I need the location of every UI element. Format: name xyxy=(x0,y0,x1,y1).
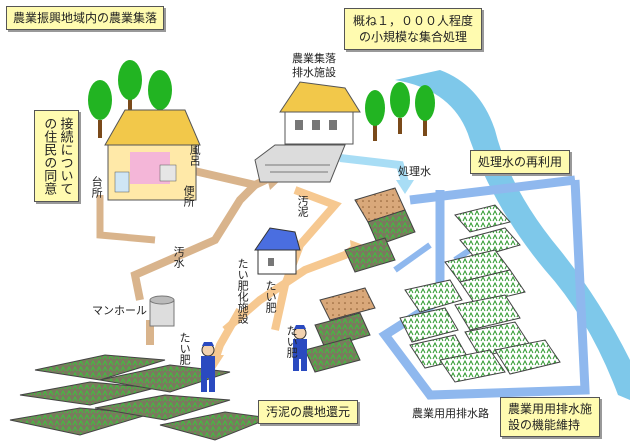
label-compost: たい肥 xyxy=(264,280,278,313)
fields-lower-left xyxy=(9,354,272,441)
fields-right xyxy=(399,204,561,383)
house-drain xyxy=(96,195,156,244)
treated-water-arrowhead xyxy=(396,180,414,194)
label-sludge: 汚泥 xyxy=(296,195,310,217)
box-resident-consent: 接続について の住民の同意 xyxy=(34,110,79,202)
manhole xyxy=(149,295,175,327)
farmer-left xyxy=(201,342,215,392)
compost-facility-building xyxy=(254,227,301,275)
box-small-scale-treatment: 概ね１，０００人程度 の小規模な集合処理 xyxy=(344,8,483,51)
label-facility: 農業集落 排水施設 xyxy=(292,52,336,80)
label-manhole: マンホール xyxy=(92,304,147,317)
box-sludge-return: 汚泥の農地還元 xyxy=(258,400,359,425)
box-treated-water-reuse: 処理水の再利用 xyxy=(470,150,571,175)
fields-center xyxy=(304,187,416,373)
tree-group-right xyxy=(365,82,435,141)
label-kitchen: 台所 xyxy=(90,176,104,198)
label-treated-water: 処理水 xyxy=(398,165,431,178)
label-toilet: 便所 xyxy=(182,185,196,207)
treated-water-arrow xyxy=(339,154,409,184)
sludge-arrow xyxy=(271,186,342,331)
irrigation-channel xyxy=(378,175,590,400)
label-bath: 風呂 xyxy=(188,144,202,166)
label-compost-facility: たい肥化施設 xyxy=(236,258,250,324)
farmer-right xyxy=(293,325,307,371)
box-agricultural-village: 農業振興地域内の農業集落 xyxy=(6,6,165,31)
treatment-facility xyxy=(254,81,361,183)
house xyxy=(104,109,201,201)
sewage-arrow xyxy=(130,166,263,301)
label-channel: 農業用用排水路 xyxy=(412,407,489,420)
label-compost-left: たい肥 xyxy=(178,332,192,365)
label-sewage: 汚水 xyxy=(172,246,186,268)
label-compost-right: たい肥 xyxy=(285,325,299,358)
box-facility-maintenance: 農業用用排水施 設の機能維持 xyxy=(500,397,601,438)
